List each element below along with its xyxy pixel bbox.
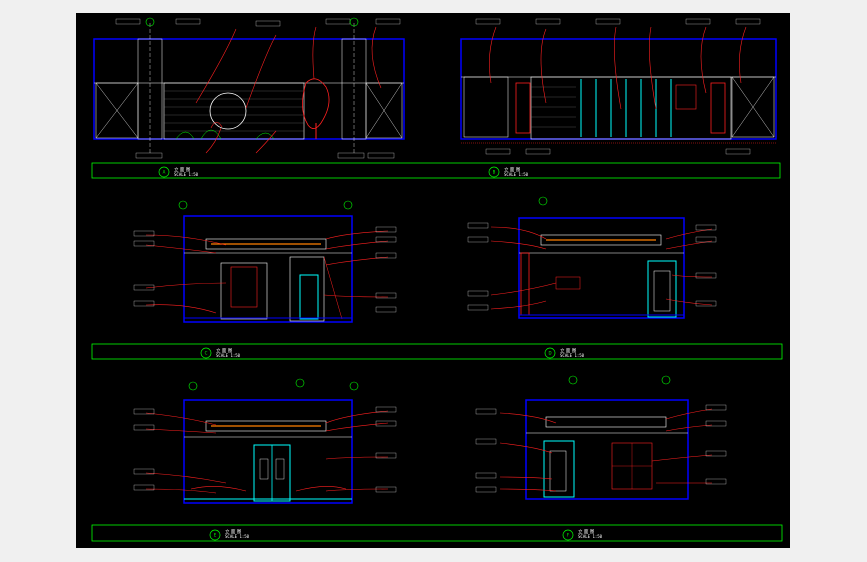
title-number-d: D bbox=[548, 351, 551, 356]
title-scale-a: SCALE 1:50 bbox=[174, 172, 199, 177]
title-bar-top: A 立 面 图 SCALE 1:50 B 立 面 图 SCALE 1:50 bbox=[91, 162, 781, 179]
title-number-f: F bbox=[567, 533, 570, 538]
title-scale-f: SCALE 1:50 bbox=[578, 534, 603, 539]
title-scale-c: SCALE 1:50 bbox=[216, 353, 241, 358]
annotation-labels-top-right bbox=[475, 18, 761, 155]
title-caption-f: 立 面 图 bbox=[578, 528, 595, 535]
title-scale-d: SCALE 1:50 bbox=[560, 353, 585, 358]
title-caption-c: 立 面 图 bbox=[216, 347, 233, 354]
elevation-top-right bbox=[460, 18, 777, 155]
annotation-labels-top-left bbox=[115, 17, 401, 159]
title-number-a: A bbox=[163, 170, 166, 175]
title-scale-b: SCALE 1:50 bbox=[504, 172, 529, 177]
elevation-middle-left bbox=[133, 200, 397, 323]
elevation-middle-right bbox=[467, 196, 717, 319]
title-caption-e: 立 面 图 bbox=[225, 528, 242, 535]
elevation-bottom-right bbox=[475, 375, 727, 500]
elevation-bottom-left bbox=[133, 378, 397, 504]
title-number-e: E bbox=[214, 533, 217, 538]
elevation-drawings: A 立 面 图 SCALE 1:50 B 立 面 图 SCALE 1:50 C … bbox=[91, 17, 783, 542]
title-bar-middle: C 立 面 图 SCALE 1:50 D 立 面 图 SCALE 1:50 bbox=[91, 343, 783, 360]
title-bar-bottom: E 立 面 图 SCALE 1:50 F 立 面 图 SCALE 1:50 bbox=[91, 524, 783, 542]
cad-drawing-sheet: A 立 面 图 SCALE 1:50 B 立 面 图 SCALE 1:50 C … bbox=[76, 13, 790, 548]
title-number-b: B bbox=[493, 170, 496, 175]
title-scale-e: SCALE 1:50 bbox=[225, 534, 250, 539]
title-caption-b: 立 面 图 bbox=[504, 166, 521, 173]
title-number-c: C bbox=[205, 351, 208, 356]
title-caption-a: 立 面 图 bbox=[174, 166, 191, 173]
title-caption-d: 立 面 图 bbox=[560, 347, 577, 354]
elevation-top-left bbox=[93, 17, 405, 159]
